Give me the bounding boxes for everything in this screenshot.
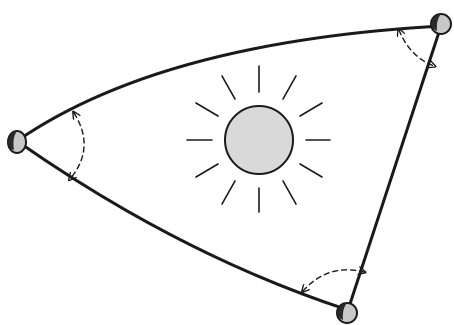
sun-ray [300, 103, 322, 116]
side-right [348, 26, 441, 310]
sun-ray [283, 181, 296, 204]
sun-disc [225, 106, 293, 174]
side-bottom [17, 141, 348, 310]
sun-ray [196, 164, 218, 177]
sun-ray [300, 164, 322, 177]
triangle-sides [17, 26, 441, 310]
vertex-left [8, 131, 26, 153]
sun-icon [187, 66, 330, 212]
sun-ray [283, 76, 296, 99]
sun-ray [222, 76, 235, 99]
vertex-bottom [337, 303, 357, 323]
vertex-top-right [431, 14, 451, 34]
sun-ray [222, 181, 235, 204]
angle-arc-left [70, 113, 84, 179]
sun-ray [196, 103, 218, 116]
